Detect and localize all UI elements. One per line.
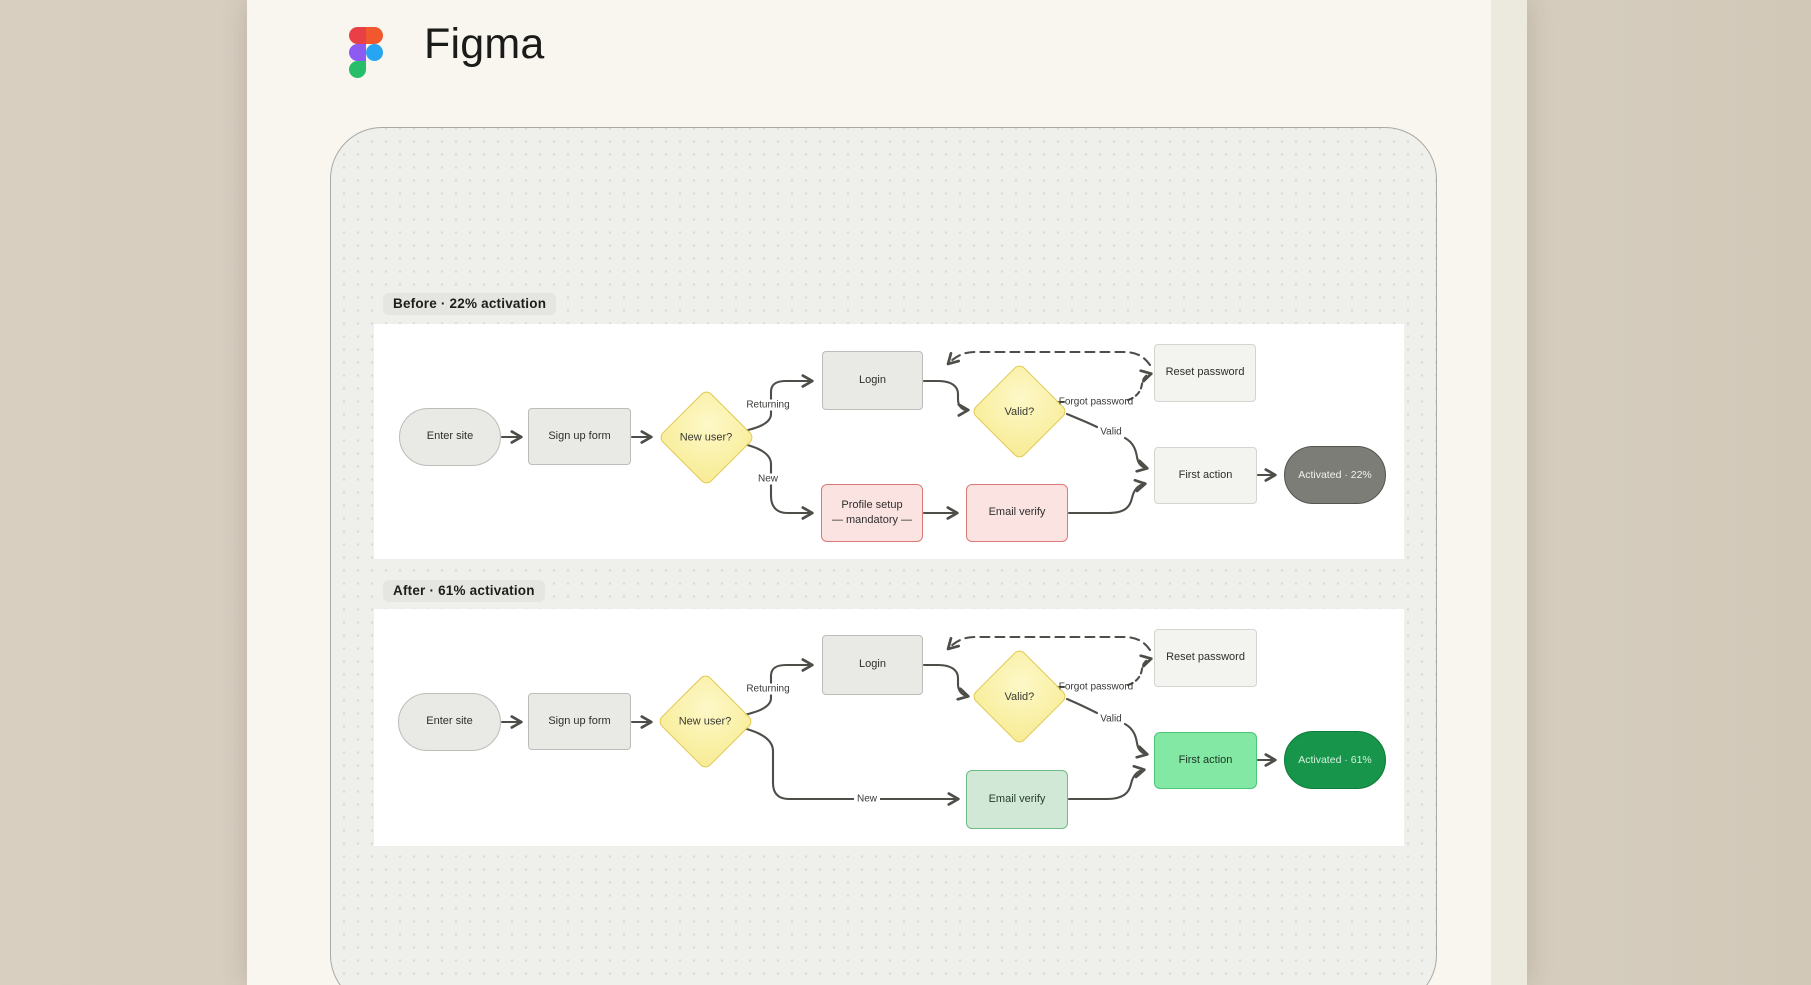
before-connectors xyxy=(500,350,1277,520)
after-connectors xyxy=(500,635,1277,806)
edge-forgot-dashed xyxy=(1126,369,1153,402)
edge-label-forgot-password: Forgot password xyxy=(1058,681,1134,693)
node-enter-site: Enter site xyxy=(398,693,501,751)
sheet-edge-strip xyxy=(1491,0,1527,985)
node-enter-site: Enter site xyxy=(399,408,501,466)
edge-reset-loop-dashed xyxy=(946,635,1152,652)
node-activated-61: Activated · 61% xyxy=(1284,731,1386,789)
before-panel: Enter site Sign up form New user? Login … xyxy=(374,324,1404,559)
node-first-action: First action xyxy=(1154,447,1257,504)
node-reset-password: Reset password xyxy=(1154,344,1256,402)
figma-logo-red-shape xyxy=(349,27,366,44)
figma-logo-icon xyxy=(349,27,383,78)
edge-new-path xyxy=(730,439,814,520)
edge-email-to-first xyxy=(1067,478,1147,515)
figma-logo-blue-shape xyxy=(366,44,383,61)
node-activated-22: Activated · 22% xyxy=(1284,446,1386,504)
node-email-verify: Email verify xyxy=(966,770,1068,829)
node-login: Login xyxy=(822,635,923,695)
edge-label-forgot-password: Forgot password xyxy=(1058,396,1134,408)
edge-valid-seg2 xyxy=(1123,722,1149,759)
node-login: Login xyxy=(822,351,923,410)
edge-label-returning: Returning xyxy=(743,683,793,695)
edge-valid-seg2 xyxy=(1123,436,1149,473)
edge-returning-path xyxy=(729,658,814,720)
edge-email-to-first xyxy=(1067,764,1146,801)
edge-login-to-valid xyxy=(922,379,970,417)
before-badge: Before · 22% activation xyxy=(383,293,557,315)
figma-logo-green-shape xyxy=(349,61,366,78)
node-profile-setup: Profile setup — mandatory — xyxy=(821,484,923,542)
node-first-action: First action xyxy=(1154,732,1257,789)
edge-reset-loop-dashed xyxy=(946,350,1152,367)
page-title: Figma xyxy=(424,20,545,68)
edge-login-to-valid xyxy=(922,663,970,701)
node-reset-password: Reset password xyxy=(1154,629,1257,687)
figma-logo-orange-shape xyxy=(366,27,383,44)
edge-label-valid: Valid xyxy=(1100,713,1122,725)
dotted-canvas: Before · 22% activation xyxy=(330,127,1437,985)
edge-valid-seg1 xyxy=(1065,697,1099,715)
figma-logo-purple-shape xyxy=(349,44,366,61)
node-sign-up-form: Sign up form xyxy=(528,693,631,750)
edge-forgot-dashed xyxy=(1126,654,1153,687)
edge-label-new: New xyxy=(754,473,782,485)
edge-label-returning: Returning xyxy=(743,399,793,411)
edge-valid-seg1 xyxy=(1065,412,1099,429)
edge-returning-path xyxy=(730,374,814,436)
edge-new-path xyxy=(729,723,960,806)
after-badge: After · 61% activation xyxy=(383,580,545,602)
node-email-verify: Email verify xyxy=(966,484,1068,542)
after-panel: Enter site Sign up form New user? Login … xyxy=(374,609,1404,846)
node-sign-up-form: Sign up form xyxy=(528,408,631,465)
edge-label-valid: Valid xyxy=(1100,426,1122,438)
edge-label-new: New xyxy=(853,793,881,805)
